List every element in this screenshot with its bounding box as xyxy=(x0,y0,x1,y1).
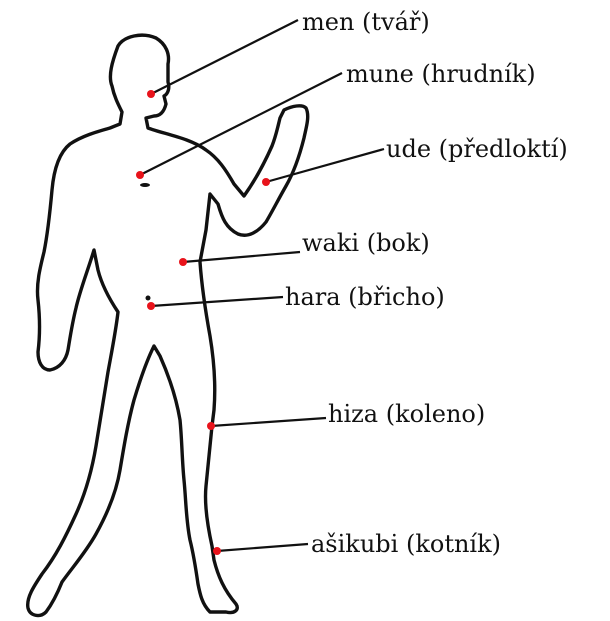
label-waki: waki (bok) xyxy=(179,229,430,266)
label-ude: ude (předloktí) xyxy=(262,135,568,186)
point-hara xyxy=(147,302,155,310)
point-hiza xyxy=(207,422,215,430)
leader-hara xyxy=(151,297,283,306)
leader-ude xyxy=(266,149,384,182)
point-mune xyxy=(136,171,144,179)
label-hiza-text: hiza (koleno) xyxy=(328,400,485,428)
body-silhouette xyxy=(28,35,308,615)
label-asikubi-text: ašikubi (kotník) xyxy=(311,530,501,558)
chest-mark xyxy=(140,183,150,187)
point-waki xyxy=(179,258,187,266)
point-men xyxy=(147,90,155,98)
leader-men xyxy=(151,20,298,94)
point-asikubi xyxy=(213,547,221,555)
label-hiza: hiza (koleno) xyxy=(207,400,485,430)
label-waki-text: waki (bok) xyxy=(302,229,430,257)
leader-hiza xyxy=(211,418,326,426)
leader-asikubi xyxy=(217,544,308,551)
label-asikubi: ašikubi (kotník) xyxy=(213,530,501,558)
label-hara: hara (břicho) xyxy=(147,283,445,311)
point-ude xyxy=(262,178,270,186)
label-men-text: men (tvář) xyxy=(302,8,430,36)
label-hara-text: hara (břicho) xyxy=(285,283,445,311)
label-mune-text: mune (hrudník) xyxy=(346,60,536,88)
label-ude-text: ude (předloktí) xyxy=(386,135,568,163)
navel-mark xyxy=(146,296,151,301)
